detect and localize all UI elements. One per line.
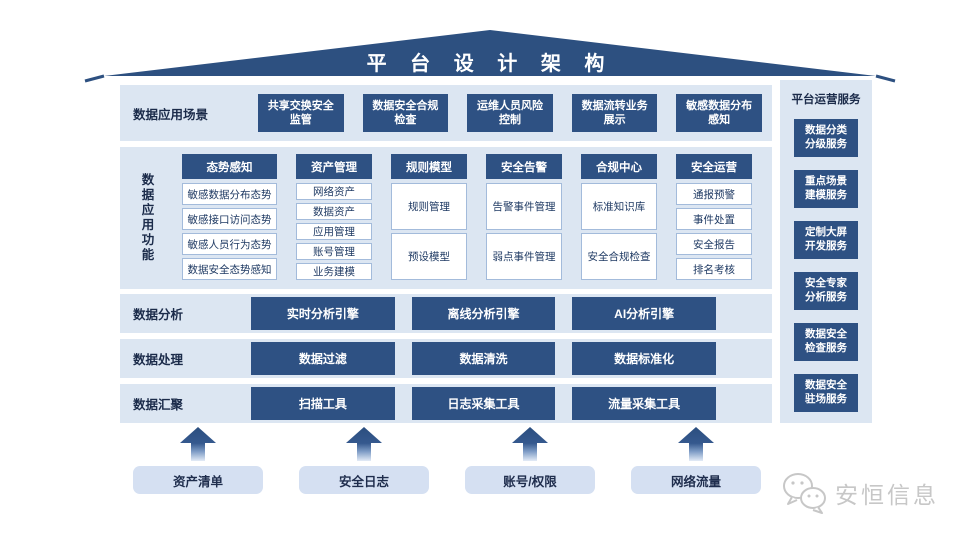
scenario-box: 敏感数据分布 感知 bbox=[676, 94, 762, 132]
functions-columns: 态势感知 敏感数据分布态势 敏感接口访问态势 敏感人员行为态势 数据安全态势感知… bbox=[182, 154, 752, 280]
function-item: 数据资产 bbox=[296, 203, 372, 220]
service-box: 数据安全 检查服务 bbox=[794, 323, 858, 361]
column-header: 规则模型 bbox=[391, 154, 467, 179]
column-situation-awareness: 态势感知 敏感数据分布态势 敏感接口访问态势 敏感人员行为态势 数据安全态势感知 bbox=[182, 154, 277, 280]
service-box: 数据分类 分级服务 bbox=[794, 119, 858, 157]
processing-box: 数据过滤 bbox=[251, 342, 395, 375]
tool-box: 日志采集工具 bbox=[411, 387, 556, 420]
service-box: 重点场景 建模服务 bbox=[794, 170, 858, 208]
engine-box: AI分析引擎 bbox=[572, 297, 717, 330]
processing-label: 数据处理 bbox=[133, 353, 184, 367]
column-header: 安全告警 bbox=[486, 154, 562, 179]
scenario-box: 数据流转业务 展示 bbox=[571, 94, 658, 132]
function-item: 安全合规检查 bbox=[581, 233, 657, 280]
function-item: 应用管理 bbox=[296, 223, 372, 240]
source-box: 网络流量 bbox=[631, 466, 761, 494]
source-box: 安全日志 bbox=[299, 466, 429, 494]
panel-scenarios: 数据应用场景 共享交换安全 监管 数据安全合规 检查 运维人员风险 控制 数据流… bbox=[120, 85, 772, 141]
function-item: 排名考核 bbox=[676, 258, 752, 280]
scenario-box: 数据安全合规 检查 bbox=[362, 94, 449, 132]
column-compliance-center: 合规中心 标准知识库 安全合规检查 bbox=[581, 154, 657, 280]
service-box: 安全专家 分析服务 bbox=[794, 272, 858, 310]
watermark-text: 安恒信息 bbox=[835, 482, 939, 508]
function-item: 敏感数据分布态势 bbox=[182, 183, 277, 205]
function-item: 弱点事件管理 bbox=[486, 233, 562, 280]
scenario-box: 共享交换安全 监管 bbox=[258, 94, 344, 132]
watermark: 安恒信息 bbox=[782, 471, 939, 515]
function-item: 敏感人员行为态势 bbox=[182, 233, 277, 255]
function-item: 标准知识库 bbox=[581, 183, 657, 230]
engine-box: 实时分析引擎 bbox=[251, 297, 395, 330]
column-header: 态势感知 bbox=[182, 154, 277, 179]
analysis-label: 数据分析 bbox=[133, 308, 184, 322]
column-header: 安全运营 bbox=[676, 154, 752, 179]
functions-label: 数 据 应 用 功 能 bbox=[141, 173, 155, 262]
panel-processing: 数据处理 数据过滤 数据清洗 数据标准化 bbox=[120, 339, 772, 378]
function-item: 通报预警 bbox=[676, 183, 752, 205]
function-item: 敏感接口访问态势 bbox=[182, 208, 277, 230]
function-item: 数据安全态势感知 bbox=[182, 258, 277, 280]
column-asset-management: 资产管理 网络资产 数据资产 应用管理 账号管理 业务建模 bbox=[296, 154, 372, 280]
engine-box: 离线分析引擎 bbox=[411, 297, 556, 330]
services-title: 平台运营服务 bbox=[791, 94, 861, 106]
function-item: 规则管理 bbox=[391, 183, 467, 230]
service-box: 数据安全 驻场服务 bbox=[794, 374, 858, 412]
source-box: 账号/权限 bbox=[465, 466, 595, 494]
page-title: 平 台 设 计 架 构 bbox=[366, 53, 614, 75]
up-arrow-icon bbox=[180, 427, 216, 461]
scenario-box: 运维人员风险 控制 bbox=[467, 94, 553, 132]
column-security-alert: 安全告警 告警事件管理 弱点事件管理 bbox=[486, 154, 562, 280]
up-arrow-icon bbox=[346, 427, 382, 461]
up-arrow-icon bbox=[512, 427, 548, 461]
panel-aggregation: 数据汇聚 扫描工具 日志采集工具 流量采集工具 bbox=[120, 384, 772, 423]
wechat-icon bbox=[783, 473, 826, 514]
up-arrow-icon bbox=[678, 427, 714, 461]
function-item: 事件处置 bbox=[676, 208, 752, 230]
service-box: 定制大屏 开发服务 bbox=[794, 221, 858, 259]
scenarios-row: 共享交换安全 监管 数据安全合规 检查 运维人员风险 控制 数据流转业务 展示 … bbox=[258, 94, 762, 132]
scenarios-label: 数据应用场景 bbox=[133, 107, 209, 122]
source-box: 资产清单 bbox=[133, 466, 263, 494]
function-item: 业务建模 bbox=[296, 263, 372, 280]
processing-box: 数据标准化 bbox=[572, 342, 717, 375]
tool-box: 扫描工具 bbox=[251, 387, 395, 420]
tool-box: 流量采集工具 bbox=[572, 387, 717, 420]
column-rule-model: 规则模型 规则管理 预设模型 bbox=[391, 154, 467, 280]
function-item: 网络资产 bbox=[296, 183, 372, 200]
function-item: 告警事件管理 bbox=[486, 183, 562, 230]
aggregation-label: 数据汇聚 bbox=[133, 398, 184, 412]
column-header: 资产管理 bbox=[296, 154, 372, 179]
column-header: 合规中心 bbox=[581, 154, 657, 179]
roof-shape bbox=[84, 30, 896, 83]
panel-services: 平台运营服务 数据分类 分级服务 重点场景 建模服务 定制大屏 开发服务 安全专… bbox=[780, 80, 872, 423]
panel-functions: 数 据 应 用 功 能 态势感知 敏感数据分布态势 敏感接口访问态势 敏感人员行… bbox=[120, 147, 772, 289]
processing-box: 数据清洗 bbox=[411, 342, 556, 375]
panel-analysis: 数据分析 实时分析引擎 离线分析引擎 AI分析引擎 bbox=[120, 294, 772, 333]
column-security-operation: 安全运营 通报预警 事件处置 安全报告 排名考核 bbox=[676, 154, 752, 280]
function-item: 安全报告 bbox=[676, 233, 752, 255]
function-item: 账号管理 bbox=[296, 243, 372, 260]
function-item: 预设模型 bbox=[391, 233, 467, 280]
